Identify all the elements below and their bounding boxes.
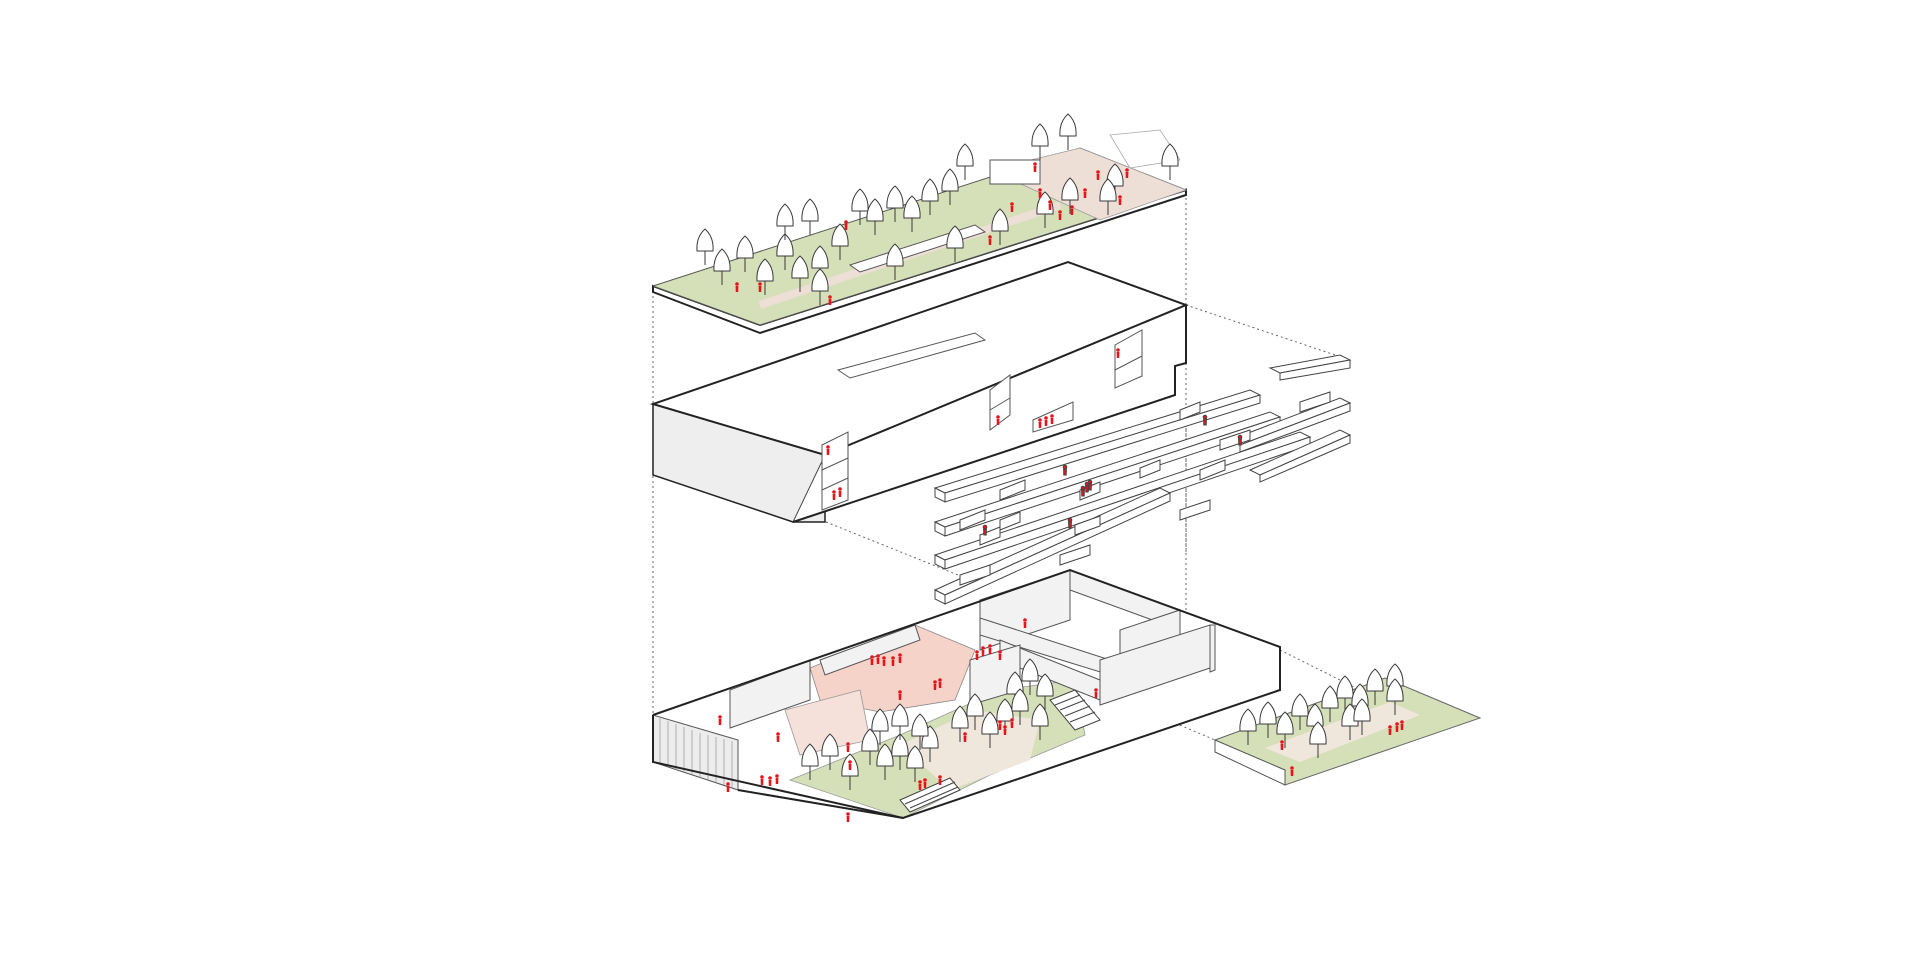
tree-icon <box>1059 113 1077 151</box>
ground-floor-layer <box>652 568 1281 822</box>
side-garden-ramp <box>1214 739 1286 786</box>
roof-pergola <box>1109 129 1181 169</box>
balcony-modules-layer <box>933 354 1352 605</box>
person-icon <box>1202 414 1208 426</box>
person-icon <box>846 812 850 822</box>
upper-light-well <box>836 332 987 379</box>
roof-pavilion <box>989 159 1041 185</box>
side-garden-path <box>1265 702 1420 762</box>
person-icon <box>726 782 730 792</box>
ground-stairs <box>899 689 1101 813</box>
side-garden-layer <box>1213 663 1482 786</box>
tree-icon <box>801 198 819 236</box>
roof-garden-layer <box>651 113 1188 335</box>
balcony-boxes <box>959 391 1331 586</box>
person-icon <box>1080 485 1086 497</box>
facade-stripes <box>659 718 733 788</box>
tree-icon <box>776 203 794 241</box>
person-icon <box>1087 479 1093 491</box>
tree-icon <box>1161 143 1179 181</box>
person-icon <box>1062 464 1068 476</box>
ground-interior-walls <box>729 569 1216 729</box>
upper-volume-layer <box>649 260 1189 523</box>
person-icon <box>1067 517 1073 529</box>
tree-icon <box>696 228 714 266</box>
person-icon <box>1237 434 1243 446</box>
tree-icon <box>956 143 974 181</box>
ground-slab-outline <box>652 568 1281 820</box>
tree-icon <box>1031 123 1049 161</box>
person-icon <box>982 524 988 536</box>
